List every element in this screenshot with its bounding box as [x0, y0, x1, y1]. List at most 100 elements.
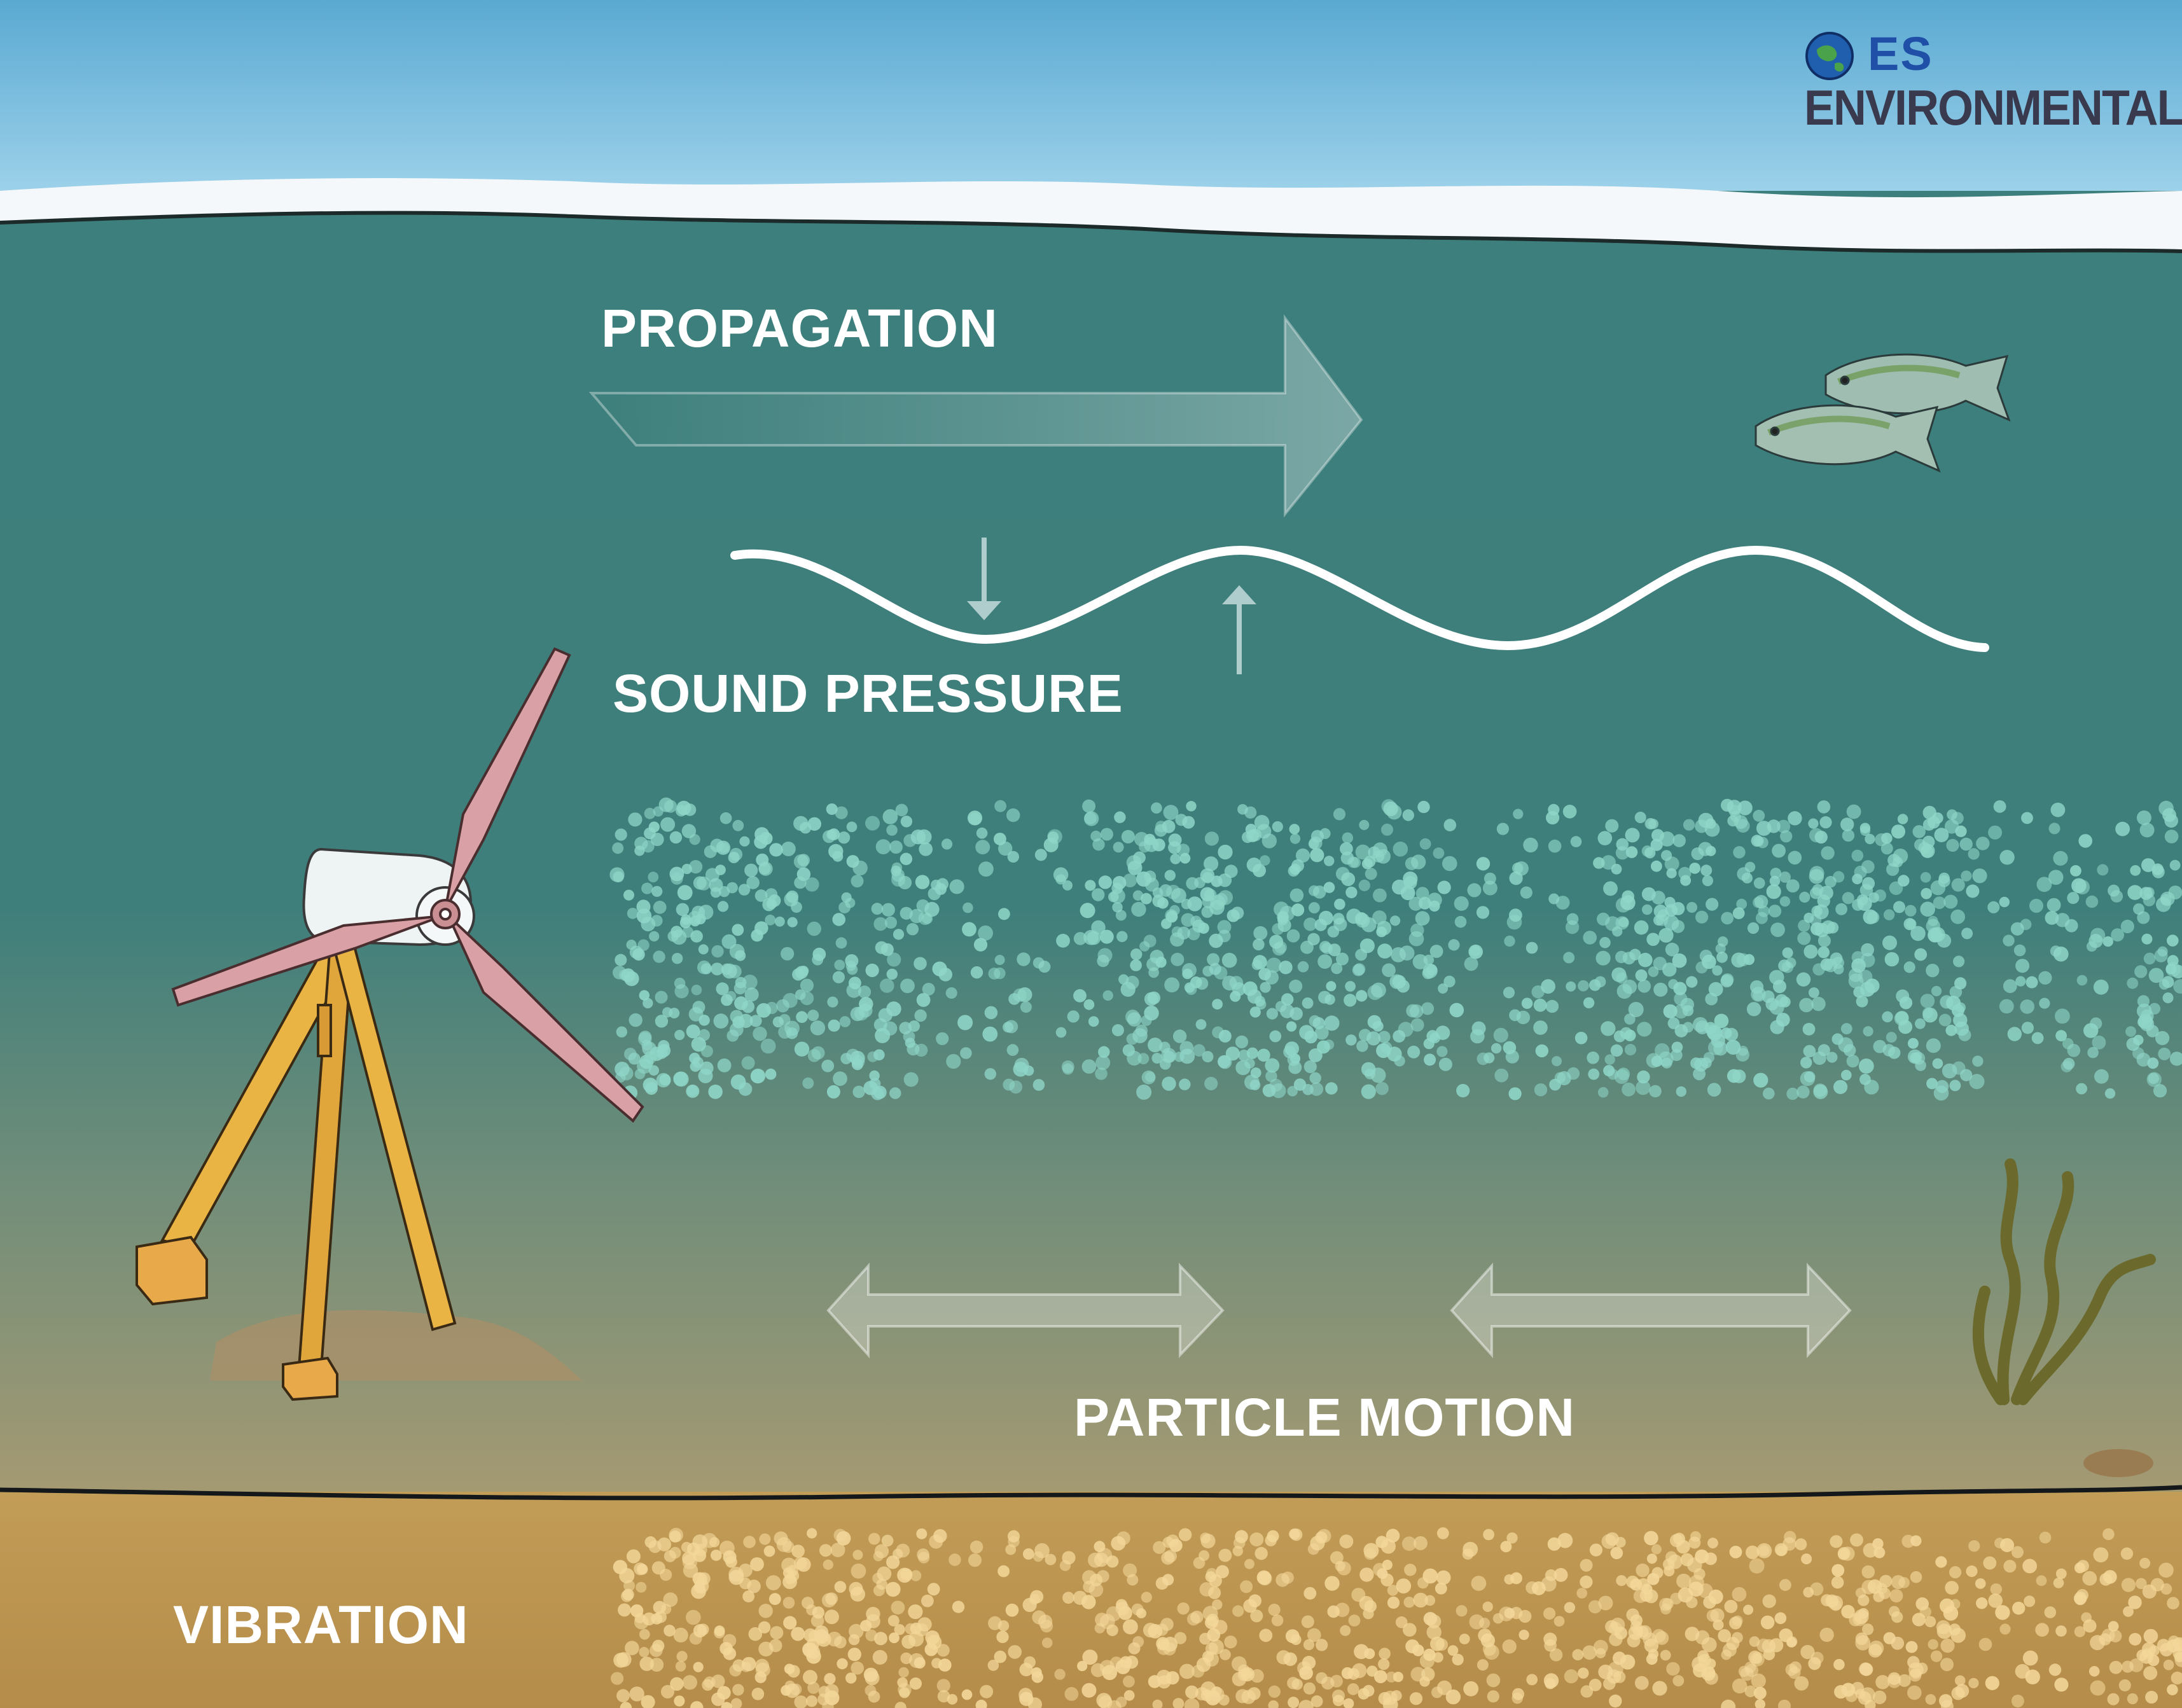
ground-particle	[793, 1557, 807, 1570]
water-particle	[1113, 842, 1124, 853]
water-particle	[655, 1015, 669, 1028]
water-particle	[873, 917, 887, 931]
ground-particle	[1990, 1583, 2002, 1595]
water-particle	[1628, 1002, 1644, 1017]
ground-particle	[1862, 1623, 1874, 1635]
water-particle	[880, 978, 894, 993]
water-particle	[1367, 1015, 1382, 1029]
water-particle	[1736, 819, 1750, 833]
water-particle	[1358, 879, 1370, 891]
water-particle	[1454, 896, 1469, 911]
ground-particle	[755, 1662, 770, 1677]
water-particle	[865, 816, 880, 831]
water-particle	[1583, 931, 1597, 945]
ground-particle	[1630, 1578, 1643, 1591]
ground-particle	[2150, 1578, 2164, 1592]
water-particle	[994, 800, 1006, 812]
ground-particle	[1861, 1565, 1875, 1579]
water-particle	[869, 1070, 880, 1081]
ground-particle	[2109, 1629, 2122, 1642]
ground-particle	[621, 1590, 633, 1602]
water-particle	[1972, 868, 1987, 884]
water-particle	[2173, 979, 2182, 994]
ground-particle	[1646, 1653, 1658, 1665]
water-particle	[2167, 934, 2179, 947]
water-particle	[1184, 982, 1195, 993]
water-particle	[1926, 1038, 1941, 1053]
water-particle	[1622, 952, 1636, 965]
water-particle	[1344, 994, 1357, 1007]
globe-icon	[1805, 32, 1854, 80]
water-particle	[1844, 1044, 1856, 1057]
ground-particle	[620, 1702, 632, 1708]
water-particle	[1966, 884, 1980, 898]
water-particle	[1145, 1071, 1156, 1082]
ground-particle	[1995, 1605, 2010, 1620]
ground-particle	[900, 1652, 912, 1665]
ground-particle	[2123, 1606, 2134, 1617]
water-particle	[742, 1000, 754, 1013]
ground-particle	[2074, 1626, 2086, 1637]
turbine-blades	[171, 647, 644, 1123]
water-particle	[1821, 920, 1835, 934]
ground-particle	[784, 1663, 795, 1674]
ground-particle	[1303, 1586, 1317, 1600]
water-particle	[1269, 934, 1284, 949]
ground-particle	[881, 1534, 894, 1547]
ground-particle	[1930, 1650, 1943, 1662]
water-particle	[1950, 909, 1966, 924]
water-particle	[1671, 902, 1685, 915]
ground-particle	[626, 1549, 641, 1564]
water-particle	[754, 889, 768, 902]
ground-particle	[969, 1540, 983, 1554]
water-particle	[924, 901, 940, 917]
water-particle	[2015, 959, 2030, 973]
water-particle	[2139, 887, 2153, 900]
water-particle	[1705, 992, 1718, 1006]
water-particle	[2026, 976, 2038, 989]
ground-particle	[1732, 1678, 1748, 1694]
water-particle	[1324, 856, 1335, 866]
water-particle	[1648, 819, 1659, 830]
water-particle	[1341, 872, 1356, 886]
ground-particle	[886, 1555, 900, 1569]
water-particle	[945, 987, 957, 999]
water-particle	[1177, 844, 1190, 857]
water-particle	[1949, 1080, 1961, 1092]
ground-particle	[1693, 1568, 1706, 1580]
water-particle	[1653, 957, 1667, 971]
water-particle	[1284, 1041, 1299, 1056]
water-particle	[919, 842, 933, 856]
water-particle	[941, 838, 953, 850]
water-particle	[711, 962, 724, 976]
ground-particle	[693, 1624, 707, 1638]
water-particle	[1398, 1022, 1414, 1038]
ground-particle	[1954, 1675, 1966, 1686]
water-particle	[903, 834, 917, 847]
water-particle	[1775, 994, 1788, 1008]
water-particle	[1810, 914, 1822, 926]
ground-particle	[1339, 1534, 1354, 1549]
ground-particle	[1062, 1592, 1074, 1604]
water-particle	[791, 901, 802, 913]
ground-particle	[1752, 1653, 1763, 1664]
ground-particle	[952, 1600, 965, 1613]
water-particle	[1392, 879, 1407, 895]
es-environmental-logo: ES ENVIRONMENTAL	[1804, 31, 2182, 145]
water-particle	[1141, 1015, 1152, 1026]
ground-particle	[1347, 1683, 1359, 1695]
ground-particle	[1482, 1642, 1496, 1656]
ground-particle	[675, 1661, 686, 1672]
ground-particle	[2102, 1528, 2115, 1541]
water-particle	[1714, 1013, 1729, 1029]
ground-particle	[1136, 1608, 1146, 1619]
water-particle	[1319, 910, 1333, 926]
ground-particle	[2081, 1612, 2092, 1623]
water-particle	[760, 1038, 776, 1054]
water-particle	[613, 966, 627, 980]
ground-particle	[936, 1679, 950, 1693]
water-particle	[1778, 959, 1791, 972]
ground-particle	[2171, 1671, 2182, 1684]
ground-particle	[1081, 1595, 1096, 1609]
water-particle	[1649, 1085, 1662, 1098]
